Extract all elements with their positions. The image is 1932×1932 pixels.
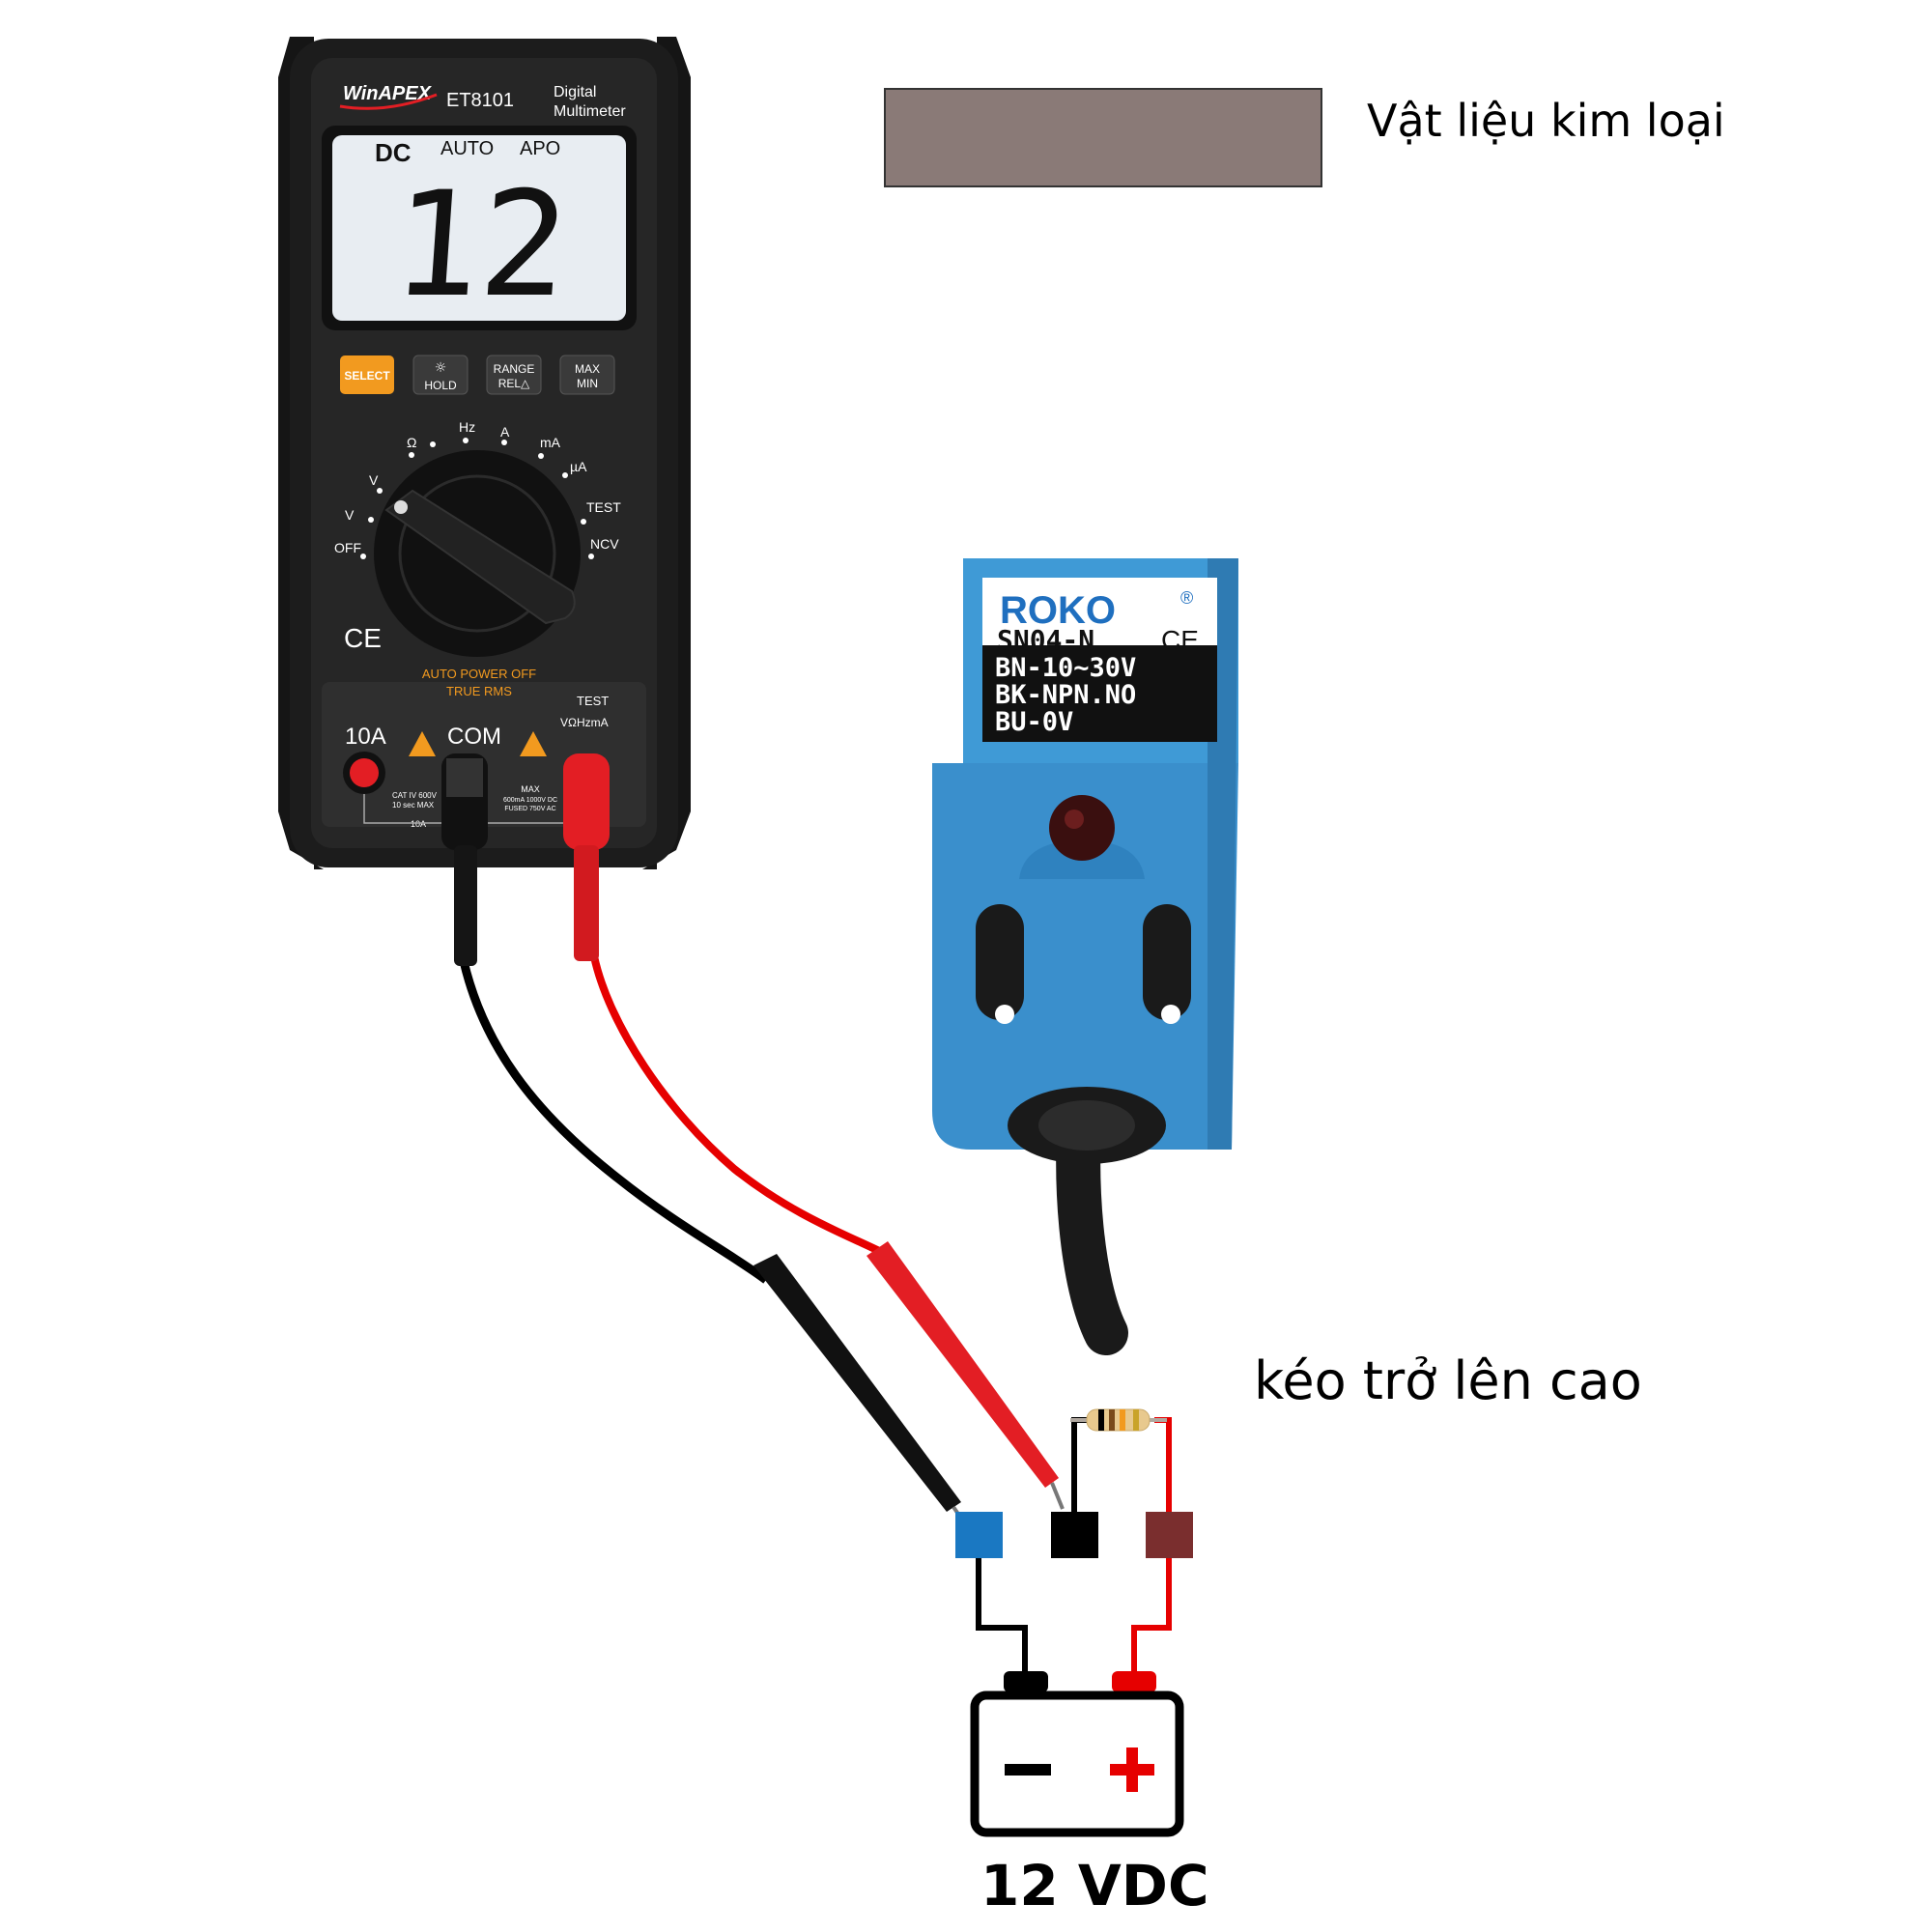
dial-position-dots: [360, 438, 594, 559]
svg-text:RANGE: RANGE: [494, 362, 535, 376]
lcd-reading: 12: [387, 161, 574, 329]
knob-pointer: [394, 500, 408, 514]
dial-label-ohm: Ω: [407, 435, 416, 450]
wire-positive: [1131, 1550, 1172, 1676]
battery-body: [970, 1690, 1184, 1837]
dial-labels: Ω Hz A mA µA V V OFF TEST NCV: [334, 419, 621, 555]
max-line2: 600mA 1000V DC: [503, 797, 557, 804]
sensor-line3: BU-0V: [995, 707, 1073, 737]
cat-line1: CAT IV 600V: [392, 791, 438, 800]
port-10a-label: 10A: [345, 724, 386, 750]
port-10a-small: 10A: [411, 819, 426, 829]
battery-plus-v: [1126, 1747, 1138, 1792]
battery-terminal-positive: [1112, 1671, 1156, 1692]
dial-label-ncv: NCV: [590, 536, 619, 552]
battery-terminal-negative: [1004, 1671, 1048, 1692]
sensor-model: SN04-N: [997, 624, 1094, 656]
select-button[interactable]: SELECT: [340, 355, 394, 394]
svg-text:SELECT: SELECT: [344, 369, 390, 383]
model-number: ET8101: [446, 90, 514, 111]
lcd-screen: [332, 135, 626, 321]
ce-mark: CE: [344, 623, 382, 653]
brand-swoosh: [339, 93, 438, 110]
warning-icon-right: [520, 731, 547, 756]
port-com-label: COM: [447, 724, 501, 750]
wire-negative: [976, 1550, 1028, 1676]
dial-label-v-ac: V: [345, 507, 355, 523]
auto-power-off: AUTO POWER OFF: [422, 667, 536, 681]
red-probe-tip: [1050, 1482, 1065, 1510]
dial-label-test: TEST: [586, 499, 621, 515]
pullup-resistor: [1070, 1408, 1167, 1432]
lcd-mode: DC: [375, 138, 412, 167]
lcd-auto: AUTO: [440, 138, 494, 159]
warning-icon-left: [409, 731, 436, 756]
sensor-ce: CE: [1161, 625, 1199, 655]
pullup-label: kéo trở lên cao: [1254, 1350, 1642, 1411]
multimeter: WinAPEX ET8101 Digital Multimeter DC AUT…: [278, 37, 691, 869]
wire-signal-to-resistor: [1071, 1417, 1092, 1526]
sensor-led-highlight: [1065, 810, 1084, 829]
dial-label-a: A: [500, 424, 510, 440]
backlight-icon: ☼: [435, 360, 447, 376]
red-plug: [563, 753, 610, 850]
sensor-brand: ROKO: [1000, 589, 1116, 632]
terminal-blue: [955, 1512, 1003, 1558]
dial-label-hz: Hz: [459, 419, 475, 435]
black-probe: [753, 1254, 961, 1512]
sensor-front-face: [932, 763, 1238, 1150]
red-probe: [867, 1241, 1059, 1488]
port-10a-jack-inner: [350, 758, 379, 787]
hold-button[interactable]: ☼ HOLD: [412, 355, 469, 395]
terminal-black: [1051, 1512, 1098, 1558]
mounting-slot-left: [976, 904, 1024, 1020]
range-rel-button[interactable]: RANGE REL△: [486, 355, 542, 395]
terminal-brown: [1146, 1512, 1193, 1558]
true-rms: TRUE RMS: [446, 684, 512, 698]
svg-text:MIN: MIN: [577, 377, 598, 390]
max-line3: FUSED 750V AC: [504, 806, 555, 812]
black-plug-boot: [454, 845, 477, 966]
mounting-slot-right: [1143, 904, 1191, 1020]
sensor-line1: BN-10~30V: [995, 653, 1136, 683]
sensor-line2: BK-NPN.NO: [995, 680, 1136, 710]
proximity-sensor: ROKO ® SN04-N CE BN-10~30V BK-NPN.NO BU-…: [932, 558, 1238, 1355]
sensor-led: [1049, 795, 1115, 861]
svg-text:MAX: MAX: [575, 362, 600, 376]
wire-resistor-to-vcc: [1154, 1417, 1172, 1521]
red-plug-boot: [574, 845, 599, 961]
sensor-label-dark: [982, 645, 1217, 742]
material-label: Vật liệu kim loại: [1367, 95, 1725, 147]
lcd-apo: APO: [520, 138, 560, 159]
max-min-button[interactable]: MAX MIN: [559, 355, 615, 395]
rotary-knob[interactable]: [384, 489, 576, 625]
red-test-lead[interactable]: [563, 753, 1065, 1510]
dial-label-ma: mA: [540, 435, 561, 450]
supply-voltage-label: 12 VDC: [980, 1853, 1209, 1918]
svg-text:REL△: REL△: [498, 377, 530, 390]
title-line2: Multimeter: [554, 103, 626, 120]
dial-label-v-dc: V: [369, 472, 379, 488]
black-test-lead[interactable]: [441, 753, 970, 1530]
cat-line2: 10 sec MAX: [392, 801, 435, 810]
svg-text:HOLD: HOLD: [424, 379, 457, 392]
metal-plate: [884, 88, 1322, 187]
battery: [970, 1671, 1184, 1837]
sensor-registered: ®: [1180, 588, 1193, 608]
dial-label-off: OFF: [334, 540, 361, 555]
black-plug-grip: [446, 758, 483, 797]
port-v-label: VΩHzmA: [560, 716, 609, 729]
battery-minus-sign: [1005, 1764, 1051, 1776]
rotary-dial-ring: [398, 474, 556, 633]
port-test-label: TEST: [577, 694, 609, 708]
max-line1: MAX: [521, 784, 540, 794]
dial-label-ua: µA: [570, 459, 587, 474]
title-line1: Digital: [554, 84, 596, 100]
brand-logo: WinAPEX: [343, 83, 433, 104]
